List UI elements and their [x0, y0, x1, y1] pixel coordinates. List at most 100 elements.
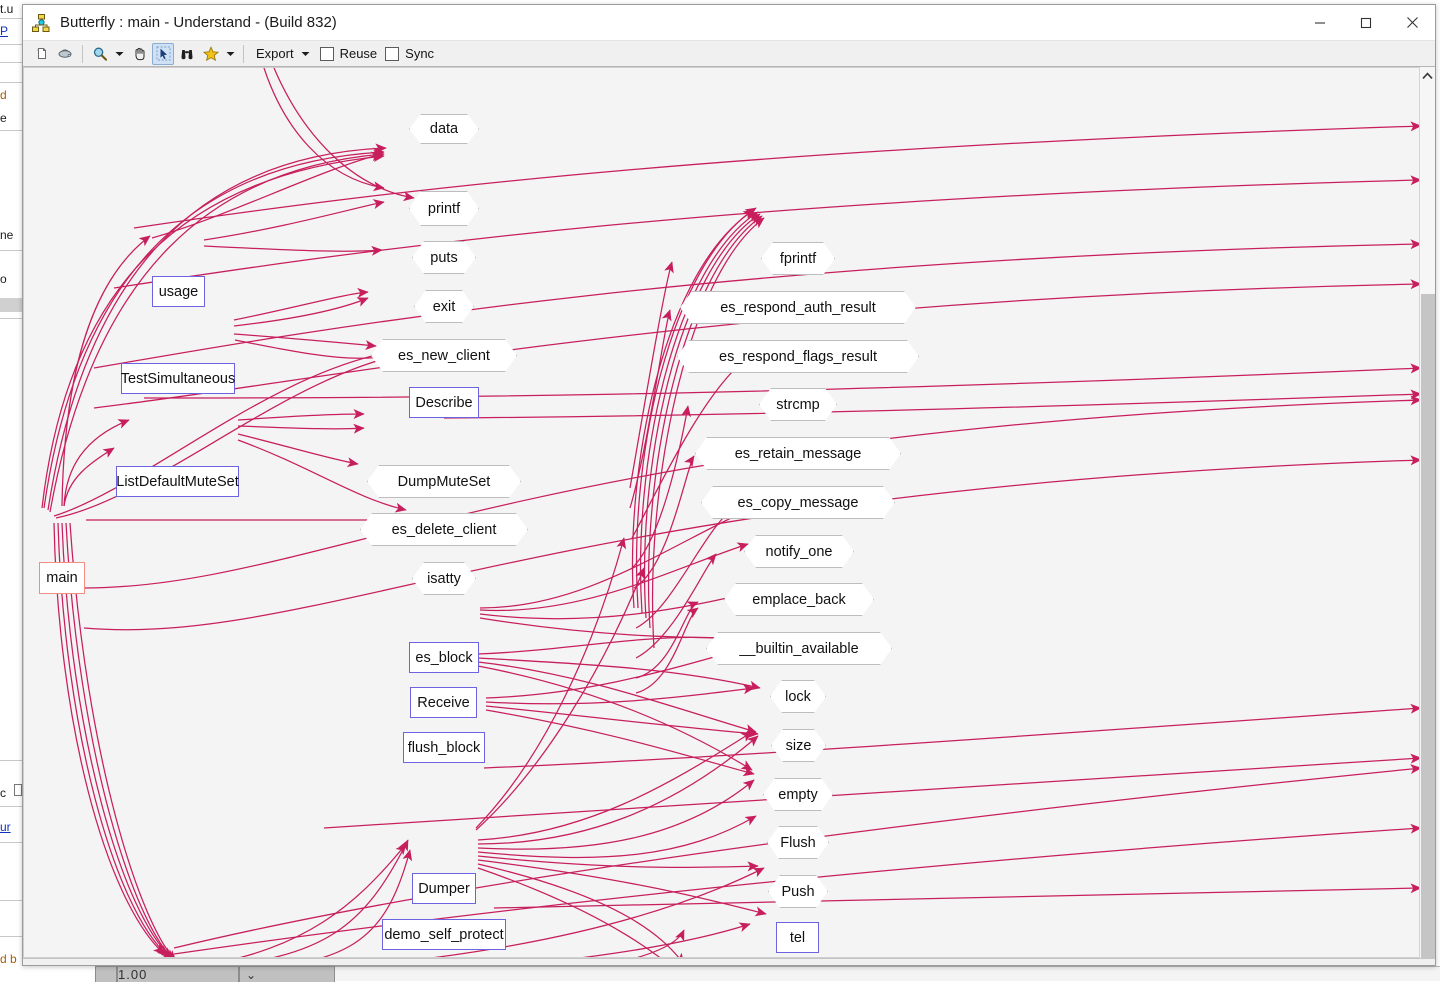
octagon-shape [371, 339, 517, 372]
graph-node-label: tel [789, 929, 806, 946]
graph-node-label: main [46, 570, 78, 586]
minimize-button[interactable] [1297, 5, 1343, 40]
favorite-star-icon[interactable] [200, 43, 222, 65]
graph-node-es_delete_client[interactable]: es_delete_client [360, 513, 528, 546]
butterfly-window: Butterfly : main - Understand - (Build 8… [22, 4, 1436, 966]
graph-node-cut-top[interactable]: data [409, 114, 479, 144]
bg-fragment: c [0, 786, 6, 800]
window-controls [1297, 5, 1435, 40]
graph-node-es_retain_message[interactable]: es_retain_message [695, 437, 901, 470]
octagon-shape [409, 114, 479, 144]
maximize-button[interactable] [1343, 5, 1389, 40]
graph-node-fprintf[interactable]: fprintf [761, 242, 835, 275]
graph-node-label: TestSimultaneous [120, 370, 236, 387]
graph-node-label: es_new_client [398, 347, 490, 364]
octagon-shape [771, 729, 826, 762]
bg-fragment: P [0, 24, 9, 38]
scrollbar-track[interactable] [1421, 294, 1435, 958]
graph-node-label: Dumper [418, 880, 470, 897]
scrollbar-handle[interactable] [1421, 264, 1435, 294]
scrollbar-thumb[interactable] [1421, 84, 1435, 294]
copy-icon[interactable] [30, 43, 52, 65]
pan-hand-icon[interactable] [128, 43, 150, 65]
reuse-checkbox[interactable] [319, 46, 334, 61]
graph-node-isatty[interactable]: isatty [412, 562, 476, 595]
window-title: Butterfly : main - Understand - (Build 8… [60, 14, 337, 31]
graph-node-printf[interactable]: printf [409, 191, 479, 226]
graph-node-Dumper[interactable]: Dumper [412, 873, 476, 904]
octagon-shape [724, 583, 874, 616]
graph-node-label: puts [430, 249, 458, 266]
export-button[interactable]: Export [256, 46, 294, 61]
graph-node-label: Describe [415, 394, 473, 411]
graph-node-Push[interactable]: Push [768, 875, 828, 908]
graph-node-label: DumpMuteSet [397, 473, 491, 490]
close-button[interactable] [1389, 5, 1435, 40]
graph-node-label: size [785, 737, 812, 754]
graph-node-strcmp[interactable]: strcmp [759, 388, 837, 421]
octagon-shape [412, 241, 476, 274]
octagon-shape [768, 875, 828, 908]
graph-node-ListDefaultMuteSet[interactable]: ListDefaultMuteSet [116, 466, 239, 497]
graph-node-lock[interactable]: lock [770, 680, 826, 713]
sync-label: Sync [405, 46, 435, 61]
graph-node-__builtin_available[interactable]: __builtin_available [706, 632, 892, 665]
graph-node-label: Flush [780, 834, 816, 851]
window-bottom-edge [23, 958, 1435, 965]
reuse-label: Reuse [339, 46, 378, 61]
graph-node-usage[interactable]: usage [152, 276, 205, 307]
bg-fragment: d [0, 88, 7, 102]
export-dropdown-icon[interactable] [299, 43, 312, 65]
zoom-icon[interactable] [89, 43, 111, 65]
octagon-shape [763, 778, 833, 811]
find-binoculars-icon[interactable] [176, 43, 198, 65]
graph-node-Flush[interactable]: Flush [767, 826, 829, 859]
octagon-shape [701, 486, 895, 519]
octagon-shape [759, 388, 837, 421]
graph-node-emplace_back[interactable]: emplace_back [724, 583, 874, 616]
graph-node-exit[interactable]: exit [414, 290, 474, 323]
sync-checkbox[interactable] [385, 46, 400, 61]
graph-node-label: ListDefaultMuteSet [116, 473, 239, 490]
graph-node-flush_block[interactable]: flush_block [403, 732, 485, 763]
graph-node-Describe[interactable]: Describe [409, 387, 479, 418]
graph-node-label: es_retain_message [734, 445, 862, 462]
graph-node-DumpMuteSet[interactable]: DumpMuteSet [367, 465, 521, 498]
graph-node-es_new_client[interactable]: es_new_client [371, 339, 517, 372]
graph-node-es_respond_auth_result[interactable]: es_respond_auth_result [680, 291, 916, 324]
bg-zoom-level: 1.00 [118, 967, 148, 982]
favorite-dropdown-icon[interactable] [224, 43, 237, 65]
graph-node-label: es_copy_message [737, 494, 859, 511]
octagon-shape [744, 535, 854, 568]
graph-node-demo_self_protect[interactable]: demo_self_protect [382, 919, 506, 950]
graph-node-Receive[interactable]: Receive [410, 687, 477, 718]
graph-node-empty[interactable]: empty [763, 778, 833, 811]
graph-node-es_copy_message[interactable]: es_copy_message [701, 486, 895, 519]
graph-node-es_respond_flags_result[interactable]: es_respond_flags_result [677, 340, 919, 373]
toolbar-separator [243, 44, 244, 63]
scroll-up-button[interactable] [1420, 67, 1435, 84]
print-icon[interactable] [54, 43, 76, 65]
graph-node-label: lock [785, 688, 811, 705]
graph-node-puts[interactable]: puts [412, 241, 476, 274]
zoom-dropdown-icon[interactable] [113, 43, 126, 65]
graph-node-label: empty [778, 786, 818, 803]
graph-node-label: flush_block [407, 739, 481, 756]
graph-node-tel[interactable]: tel [776, 922, 819, 953]
bg-fragment: ur [0, 820, 11, 834]
octagon-shape [412, 562, 476, 595]
graph-node-label: strcmp [776, 396, 820, 413]
graph-node-main[interactable]: main [39, 562, 85, 594]
graph-node-label: __builtin_available [739, 640, 859, 657]
graph-node-label: Push [781, 883, 815, 900]
graph-node-size[interactable]: size [771, 729, 826, 762]
graph-node-notify_one[interactable]: notify_one [744, 535, 854, 568]
vertical-scrollbar[interactable] [1419, 67, 1435, 958]
graph-node-label: exit [432, 298, 456, 315]
select-arrow-icon[interactable] [152, 42, 174, 65]
graph-node-TestSimultaneous[interactable]: TestSimultaneous [121, 363, 235, 394]
graph-node-es_block[interactable]: es_block [409, 642, 479, 673]
bg-fragment: o [0, 272, 7, 286]
